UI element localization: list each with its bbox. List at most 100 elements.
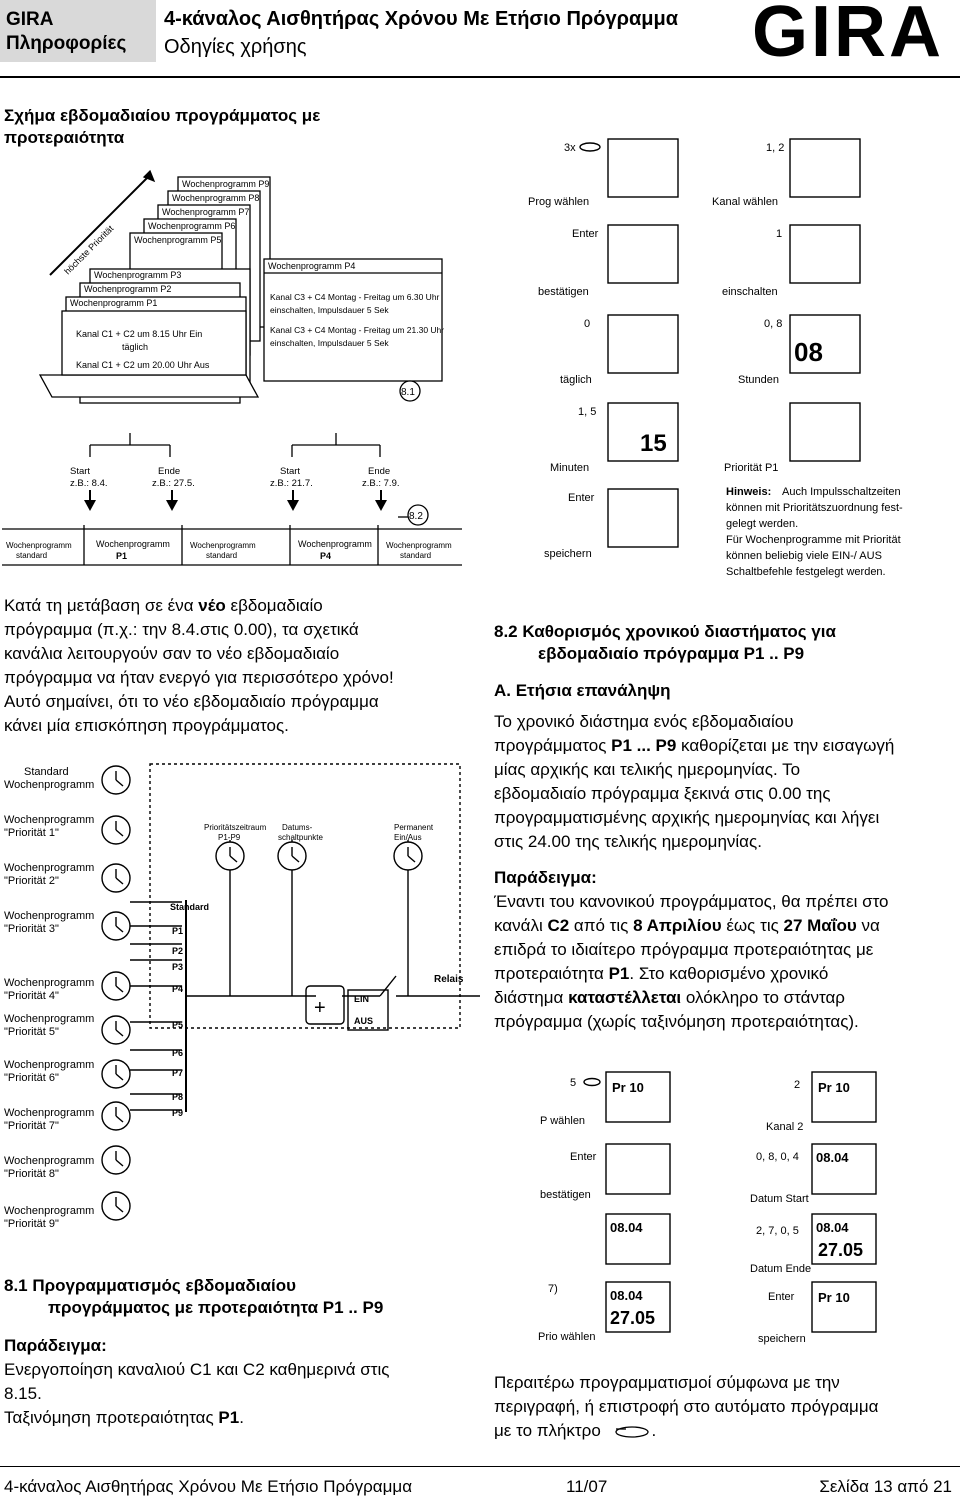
timeline-4-a: Wochenprogramm bbox=[298, 539, 372, 549]
end-2-label: Ende bbox=[368, 466, 390, 477]
hint-line-5: können beliebig viele EIN-/ AUS bbox=[726, 550, 882, 562]
plus-symbol: + bbox=[314, 997, 326, 1019]
further-programming-paragraph: Περαιτέρω προγραμματισμοί σύμφωνα με την… bbox=[494, 1373, 879, 1440]
footer-title: 4-κάναλος Αισθητήρας Χρόνου Με Ετήσιο Πρ… bbox=[4, 1477, 413, 1496]
date-step-6-label: Datum Ende bbox=[750, 1263, 811, 1275]
step-7-display: 15 bbox=[640, 430, 667, 457]
priority-wiring-diagram: Standard Wochenprogramm Wochenprogramm "… bbox=[4, 763, 480, 1230]
timeline-5-a: Wochenprogramm bbox=[386, 541, 452, 550]
start-2-label: Start bbox=[280, 466, 300, 477]
date-step-2-label: Kanal 2 bbox=[766, 1121, 803, 1133]
step-9-key: Enter bbox=[568, 492, 595, 504]
p4-line-3: Kanal C3 + C4 Montag - Freitag um 21.30 … bbox=[270, 325, 444, 335]
footer-rule bbox=[0, 1466, 960, 1467]
p1-line-3: Kanal C1 + C2 um 20.00 Uhr Aus bbox=[76, 360, 210, 370]
bus-standard: Standard bbox=[170, 902, 209, 912]
row-4-a: Wochenprogramm bbox=[4, 910, 94, 922]
date-step-4-label: Datum Start bbox=[750, 1193, 809, 1205]
p1-line-1: Kanal C1 + C2 um 8.15 Uhr Ein bbox=[76, 329, 202, 339]
date-step-4-key: 0, 8, 0, 4 bbox=[756, 1151, 799, 1163]
gira-logo: GIRA bbox=[752, 0, 944, 72]
header-rule bbox=[0, 76, 960, 78]
step-3-key: Enter bbox=[572, 228, 599, 240]
row-1-a: Standard bbox=[24, 766, 69, 778]
date-step-1-label: P wählen bbox=[540, 1115, 585, 1127]
bus-p3: P3 bbox=[172, 962, 183, 972]
row-5-a: Wochenprogramm bbox=[4, 977, 94, 989]
date-step-5-display: 08.04 bbox=[610, 1220, 643, 1235]
step-1-label: Prog wählen bbox=[528, 196, 589, 208]
col-2-a: Datums- bbox=[282, 823, 313, 832]
timeline-3-b: standard bbox=[206, 551, 237, 560]
hint-line-1: Auch Impulsschaltzeiten bbox=[782, 486, 901, 498]
bus-p2: P2 bbox=[172, 946, 183, 956]
footer-page: Σελίδα 13 από 21 bbox=[819, 1477, 952, 1496]
end-1-label: Ende bbox=[158, 466, 180, 477]
bus-p8: P8 bbox=[172, 1092, 183, 1102]
bus-p9: P9 bbox=[172, 1108, 183, 1118]
col-2-b: schaltpunkte bbox=[278, 833, 323, 842]
timeline-1-a: Wochenprogramm bbox=[6, 541, 72, 550]
p4-label: Wochenprogramm P4 bbox=[268, 261, 355, 271]
date-step-7-display-a: 08.04 bbox=[610, 1288, 643, 1303]
row-2-a: Wochenprogramm bbox=[4, 814, 94, 826]
step-2-key: 1, 2 bbox=[766, 142, 784, 154]
date-step-8-display: Pr 10 bbox=[818, 1290, 850, 1305]
start-1-example: z.B.: 8.4. bbox=[70, 478, 108, 489]
p4-line-4: einschalten, Impulsdauer 5 Sek bbox=[270, 338, 389, 348]
row-8-a: Wochenprogramm bbox=[4, 1107, 94, 1119]
footer-date: 11/07 bbox=[566, 1477, 608, 1496]
brand-name: GIRA bbox=[6, 9, 54, 30]
bus-p7: P7 bbox=[172, 1068, 183, 1078]
hint-line-3: gelegt werden. bbox=[726, 518, 798, 530]
step-6-key: 0, 8 bbox=[764, 318, 782, 330]
timeline-2-a: Wochenprogramm bbox=[96, 539, 170, 549]
date-step-3-label: bestätigen bbox=[540, 1189, 591, 1201]
date-step-8-label: speichern bbox=[758, 1333, 806, 1345]
priority-programming-steps: 3x Prog wählen 1, 2 Kanal wählen Enter b… bbox=[528, 138, 903, 578]
badge-8-2: 8.2 bbox=[409, 511, 423, 522]
relay-on: EIN bbox=[354, 994, 369, 1004]
step-3-label: bestätigen bbox=[538, 286, 589, 298]
relay-label: Relais bbox=[434, 974, 464, 985]
annual-repeat-subtitle: A. Ετήσια επανάληψη bbox=[494, 681, 671, 700]
row-3-a: Wochenprogramm bbox=[4, 862, 94, 874]
date-programming-steps: 5 Pr 10 P wählen Pr 10 2 Kanal 2 Enter b… bbox=[538, 1071, 877, 1345]
end-1-example: z.B.: 27.5. bbox=[152, 478, 195, 489]
step-6-label: Stunden bbox=[738, 374, 779, 386]
hint-line-2: können mit Prioritätszuordnung fest- bbox=[726, 502, 903, 514]
col-3-b: Ein/Aus bbox=[394, 833, 422, 842]
row-5-b: "Priorität 4" bbox=[4, 990, 59, 1002]
step-4-label: einschalten bbox=[722, 286, 778, 298]
brand-info: Πληροφορίες bbox=[6, 33, 127, 54]
end-2-example: z.B.: 7.9. bbox=[362, 478, 400, 489]
date-step-6-display-a: 08.04 bbox=[816, 1220, 849, 1235]
row-3-b: "Priorität 2" bbox=[4, 875, 59, 887]
step-9-label: speichern bbox=[544, 548, 592, 560]
section-8-2-title: 8.2 Καθορισμός χρονικού διαστήματος για … bbox=[494, 622, 836, 663]
p4-line-2: einschalten, Impulsdauer 5 Sek bbox=[270, 305, 389, 315]
bus-p1: P1 bbox=[172, 926, 183, 936]
relay-off: AUS bbox=[354, 1016, 373, 1026]
p6-label: Wochenprogramm P6 bbox=[148, 221, 235, 231]
date-step-2-display: Pr 10 bbox=[818, 1080, 850, 1095]
transition-paragraph: Κατά τη μετάβαση σε ένα νέο εβδομαδιαίο … bbox=[4, 596, 394, 735]
step-7-key: 1, 5 bbox=[578, 406, 596, 418]
row-2-b: "Priorität 1" bbox=[4, 827, 59, 839]
document-subtitle: Οδηγίες χρήσης bbox=[164, 36, 307, 58]
document-title: 4-κάναλος Αισθητήρας Χρόνου Με Ετήσιο Πρ… bbox=[164, 8, 679, 30]
timeline-2-b: P1 bbox=[116, 551, 127, 561]
p1-line-2: täglich bbox=[122, 342, 148, 352]
date-step-2-key: 2 bbox=[794, 1079, 800, 1091]
p4-line-1: Kanal C3 + C4 Montag - Freitag um 6.30 U… bbox=[270, 292, 440, 302]
step-2-label: Kanal wählen bbox=[712, 196, 778, 208]
bus-p4: P4 bbox=[172, 984, 183, 994]
date-step-1-display: Pr 10 bbox=[612, 1080, 644, 1095]
col-3-a: Permanent bbox=[394, 823, 434, 832]
p2-label: Wochenprogramm P2 bbox=[84, 284, 171, 294]
header-info-box: GIRA Πληροφορίες bbox=[0, 0, 156, 62]
timeline-5-b: standard bbox=[400, 551, 431, 560]
date-step-7-display-b: 27.05 bbox=[610, 1308, 655, 1328]
bus-p6: P6 bbox=[172, 1048, 183, 1058]
date-step-3-key: Enter bbox=[570, 1151, 597, 1163]
